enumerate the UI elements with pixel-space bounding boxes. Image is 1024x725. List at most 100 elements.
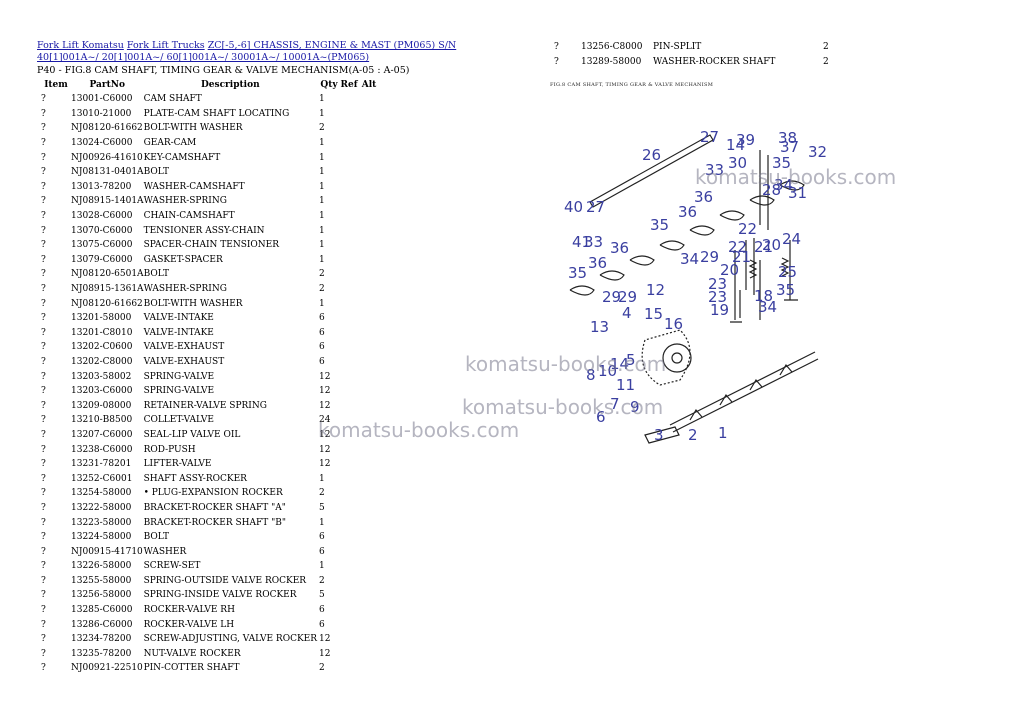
row-item: ? [41, 634, 46, 645]
row-item: ? [41, 590, 46, 601]
row-qty: 1 [319, 181, 325, 192]
row-ref [339, 194, 359, 209]
row-description: WASHER [143, 546, 187, 557]
row-ref [339, 136, 359, 151]
row-alt [359, 486, 379, 501]
row-partno: 13070-C6000 [71, 225, 133, 236]
row-alt [359, 121, 379, 136]
row-description: ROCKER-VALVE RH [143, 605, 235, 616]
row-item: ? [41, 663, 46, 674]
breadcrumb-link-chassis[interactable]: ZC[-5,-6] CHASSIS, ENGINE & MAST (PM065)… [37, 40, 457, 63]
row-description: SPRING-VALVE [143, 371, 215, 382]
page-title: P40 - FIG.8 CAM SHAFT, TIMING GEAR & VAL… [37, 65, 410, 76]
row-ref [339, 326, 359, 341]
callout-label: 7 [610, 395, 620, 413]
callout-label: 32 [808, 143, 827, 161]
row-alt [359, 559, 379, 574]
row-ref [339, 442, 359, 457]
row-qty: 1 [319, 108, 325, 119]
row-alt [359, 574, 379, 589]
callout-label: 29 [618, 288, 637, 306]
row-partno: 13209-08000 [71, 400, 132, 411]
row-description: CAM SHAFT [143, 94, 202, 105]
row-qty: 2 [319, 284, 325, 295]
row-partno: NJ08131-0401A [71, 167, 144, 178]
row-partno: 13224-58000 [71, 532, 132, 543]
row-ref [339, 559, 359, 574]
callout-label: 35 [772, 154, 791, 172]
row-description: SHAFT ASSY-ROCKER [143, 473, 247, 484]
callout-label: 23 [708, 288, 727, 306]
row-qty: 12 [319, 634, 331, 645]
row-partno: 13238-C6000 [71, 444, 133, 455]
row-alt [359, 326, 379, 341]
row-description: KEY-CAMSHAFT [143, 152, 221, 163]
header-description: Description [200, 80, 260, 90]
row-alt [359, 165, 379, 180]
callout-label: 36 [678, 203, 697, 221]
row-ref [339, 107, 359, 122]
row-alt [359, 136, 379, 151]
breadcrumb: Fork Lift Komatsu Fork Lift Trucks ZC[-5… [37, 40, 507, 64]
callout-label: 20 [762, 236, 781, 254]
row-item: ? [41, 400, 46, 411]
row-qty: 1 [319, 473, 325, 484]
row-description: CHAIN-CAMSHAFT [143, 211, 235, 222]
row-description: WASHER-SPRING [143, 196, 227, 207]
row-alt [359, 267, 379, 282]
callout-label: 33 [584, 233, 603, 251]
callout-label: 20 [720, 261, 739, 279]
breadcrumb-link-fork-lift-trucks[interactable]: Fork Lift Trucks [126, 40, 205, 51]
callout-label: 25 [778, 263, 797, 281]
row-description: LIFTER-VALVE [143, 459, 212, 470]
row-description: BOLT-WITH WASHER [143, 298, 243, 309]
row-item: ? [41, 488, 46, 499]
row-description: BOLT [143, 532, 169, 543]
row-ref [339, 501, 359, 516]
callout-label: 28 [762, 181, 781, 199]
row-alt [359, 398, 379, 413]
row-alt [359, 588, 379, 603]
row-partno: 13255-58000 [71, 575, 132, 586]
header-partno: PartNo [89, 80, 126, 90]
row-partno: 13256-C8000 [581, 42, 643, 53]
row-qty: 12 [319, 400, 331, 411]
row-ref [339, 282, 359, 297]
row-description: NUT-VALVE ROCKER [143, 648, 241, 659]
row-ref [339, 92, 359, 107]
row-partno: NJ08120-6501A [71, 269, 144, 280]
row-qty: 2 [319, 488, 325, 499]
row-qty: 1 [319, 138, 325, 149]
row-description: COLLET-VALVE [143, 415, 214, 426]
breadcrumb-link-komatsu[interactable]: Fork Lift Komatsu [37, 40, 124, 51]
row-description: PIN-COTTER SHAFT [143, 663, 240, 674]
row-item: ? [41, 269, 46, 280]
callout-label: 27 [700, 128, 719, 146]
row-alt [359, 384, 379, 399]
row-item: ? [41, 459, 46, 470]
row-description: • PLUG-EXPANSION ROCKER [143, 488, 283, 499]
valve-springs-shape [748, 257, 790, 279]
callout-label: 36 [610, 239, 629, 257]
callout-label: 24 [782, 230, 801, 248]
row-item: ? [41, 225, 46, 236]
callout-label: 26 [642, 146, 661, 164]
row-partno: NJ00926-41610 [71, 152, 143, 163]
row-qty: 2 [319, 269, 325, 280]
callout-label: 11 [616, 376, 635, 394]
row-alt [359, 194, 379, 209]
callout-label: 21 [732, 248, 751, 266]
row-description: ROD-PUSH [143, 444, 196, 455]
